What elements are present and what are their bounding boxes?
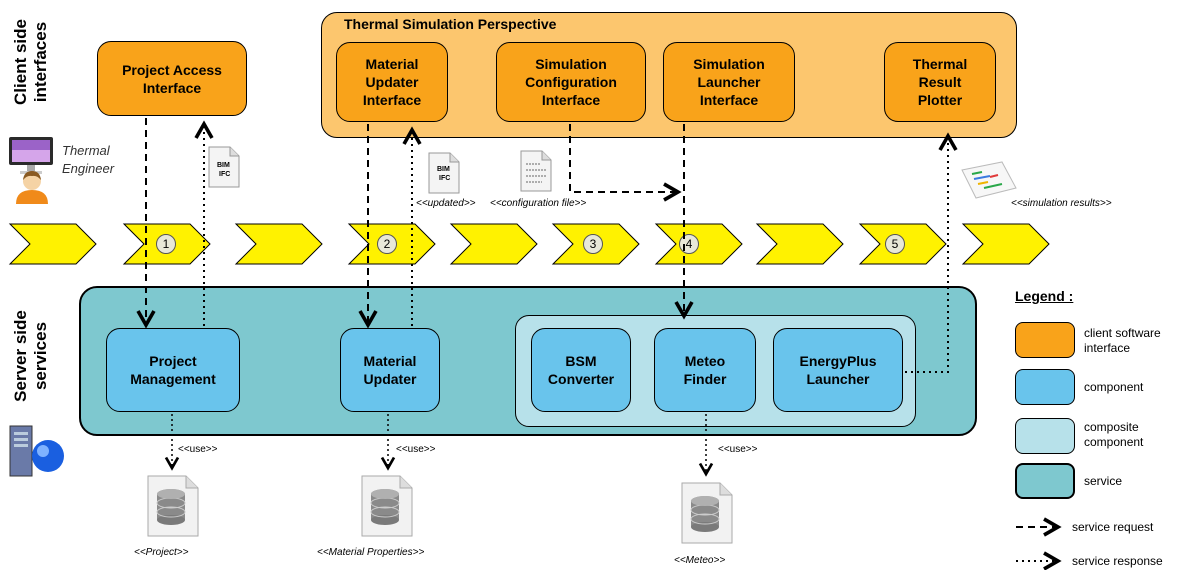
- bim-ifc-document-icon: [428, 152, 460, 194]
- bsm-converter-component[interactable]: BSM Converter: [531, 328, 631, 412]
- process-chevron: [961, 223, 1050, 265]
- project-management-component[interactable]: Project Management: [106, 328, 240, 412]
- legend-client-software-interface: client software interface: [1084, 326, 1161, 355]
- ifc-label-2: IFC: [439, 175, 451, 182]
- engineer-icon: [16, 171, 48, 204]
- use-label-project: <<use>>: [178, 444, 218, 455]
- process-chevron: [8, 223, 97, 265]
- process-chevron: [654, 223, 743, 265]
- legend-service-response: service response: [1072, 554, 1163, 568]
- thermal-result-plotter[interactable]: Thermal Result Plotter: [884, 42, 996, 122]
- configuration-file-label: <<configuration file>>: [490, 198, 587, 209]
- database-icon: [361, 475, 413, 537]
- material-properties-db-label: <<Material Properties>>: [317, 547, 425, 558]
- step-marker-1: 1: [156, 234, 176, 254]
- project-access-interface[interactable]: Project Access Interface: [97, 41, 247, 116]
- process-chevron: [449, 223, 538, 265]
- updated-label: <<updated>>: [416, 198, 476, 209]
- server-icon: [9, 425, 64, 477]
- process-chevron: [234, 223, 323, 265]
- meteo-db-label: <<Meteo>>: [674, 555, 726, 566]
- use-label-material: <<use>>: [396, 444, 436, 455]
- meteo-finder-component[interactable]: Meteo Finder: [654, 328, 756, 412]
- legend-swatch-component: [1015, 369, 1075, 405]
- energyplus-launcher-component[interactable]: EnergyPlus Launcher: [773, 328, 903, 412]
- configuration-file-icon: [520, 150, 552, 192]
- project-db-label: <<Project>>: [134, 547, 189, 558]
- bim-ifc-document-icon: [208, 146, 240, 188]
- material-updater-interface[interactable]: Material Updater Interface: [336, 42, 448, 122]
- simulation-launcher-interface[interactable]: Simulation Launcher Interface: [663, 42, 795, 122]
- perspective-title: Thermal Simulation Perspective: [344, 16, 557, 32]
- legend-service: service: [1084, 474, 1123, 488]
- process-chevron: [755, 223, 844, 265]
- simulation-results-label: <<simulation results>>: [1011, 198, 1112, 209]
- bim-label-2: BIM: [437, 166, 450, 173]
- step-marker-5: 5: [885, 234, 905, 254]
- step-marker-3: 3: [583, 234, 603, 254]
- material-updater-component[interactable]: Material Updater: [340, 328, 440, 412]
- database-icon: [681, 482, 733, 544]
- response-arrow-results: [905, 132, 958, 373]
- legend-swatch-interface: [1015, 322, 1075, 358]
- legend-title: Legend :: [1015, 288, 1074, 304]
- request-arrow-config: [569, 124, 682, 202]
- simulation-results-icon: [961, 161, 1017, 199]
- legend-service-request: service request: [1072, 520, 1154, 534]
- ifc-label-1: IFC: [219, 171, 231, 178]
- legend-composite-component: composite component: [1084, 420, 1144, 449]
- legend-swatch-service: [1015, 463, 1075, 499]
- legend-swatch-composite: [1015, 418, 1075, 454]
- step-marker-2: 2: [377, 234, 397, 254]
- use-label-meteo: <<use>>: [718, 444, 758, 455]
- simulation-configuration-interface[interactable]: Simulation Configuration Interface: [496, 42, 646, 122]
- thermal-engineer-label: Thermal Engineer: [62, 143, 115, 176]
- legend-component: component: [1084, 380, 1144, 394]
- bim-label-1: BIM: [217, 162, 230, 169]
- database-icon: [147, 475, 199, 537]
